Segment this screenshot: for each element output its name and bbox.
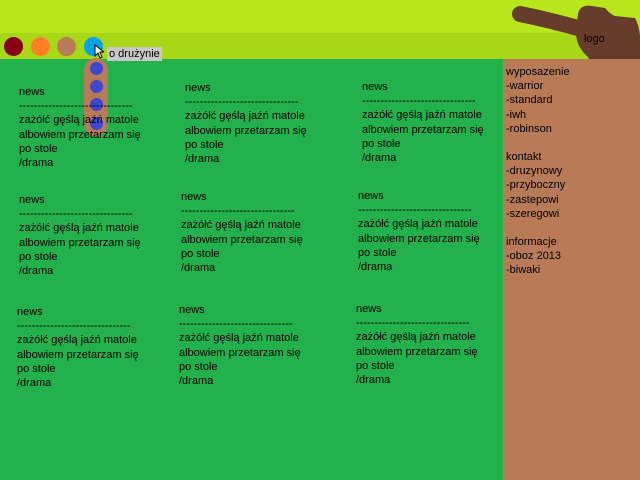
news-card: news -------------------------------zażół…: [362, 80, 484, 165]
logo-label: logo: [584, 33, 605, 45]
sidebar: wyposazenie -warrior -standard -iwh -rob…: [503, 59, 640, 480]
sidebar-link-robinson[interactable]: -robinson: [506, 122, 552, 135]
news-text: po stole: [358, 246, 397, 259]
news-text: po stole: [181, 247, 220, 260]
dropdown-item-1[interactable]: [90, 62, 103, 75]
sidebar-link-oboz[interactable]: -oboz 2013: [506, 250, 562, 263]
sidebar-link-warrior[interactable]: -warrior: [506, 80, 544, 93]
sidebar-link-szeregowi[interactable]: -szeregowi: [506, 207, 560, 220]
news-text: /drama: [356, 374, 391, 387]
sidebar-link-biwaki[interactable]: -biwaki: [506, 264, 541, 277]
news-title: news: [179, 304, 205, 316]
news-text: po stole: [179, 360, 218, 373]
news-text: /drama: [181, 262, 216, 275]
news-text: /drama: [19, 157, 54, 170]
news-divider: -------------------------------: [358, 204, 472, 217]
news-card: news -------------------------------zażół…: [358, 189, 480, 274]
news-card: news -------------------------------zażół…: [356, 302, 478, 387]
news-text: zażółć gęślą jaźń matole: [356, 331, 476, 344]
news-title: news: [181, 191, 207, 203]
news-text: po stole: [356, 359, 395, 372]
nav-circle-2[interactable]: [31, 37, 50, 56]
news-text: albowiem przetarzam się: [358, 232, 480, 245]
news-title: news: [17, 306, 43, 318]
nav-circle-3[interactable]: [57, 37, 76, 56]
news-text: albowiem przetarzam się: [362, 123, 484, 136]
sidebar-link-przyboczny[interactable]: -przyboczny: [506, 179, 566, 192]
news-divider: -------------------------------: [19, 100, 133, 113]
nav-circle-1[interactable]: [4, 37, 23, 56]
news-divider: -------------------------------: [181, 205, 295, 218]
sidebar-heading-informacje: informacje: [506, 236, 557, 249]
news-text: albowiem przetarzam się: [19, 128, 141, 141]
news-divider: -------------------------------: [362, 95, 476, 108]
cursor-icon: [94, 44, 104, 59]
sidebar-link-standard[interactable]: -standard: [506, 94, 553, 107]
news-text: zażółć gęślą jaźń matole: [179, 332, 299, 345]
news-text: zażółć gęślą jaźń matole: [181, 219, 301, 232]
news-divider: -------------------------------: [19, 208, 133, 221]
sidebar-link-druzynowy[interactable]: -druzynowy: [506, 165, 563, 178]
dropdown-item-4[interactable]: [90, 117, 103, 130]
news-title: news: [358, 190, 384, 202]
news-text: /drama: [362, 152, 397, 165]
dropdown-item-3[interactable]: [90, 98, 103, 111]
news-text: albowiem przetarzam się: [179, 346, 301, 359]
sidebar-heading-kontakt: kontakt: [506, 151, 542, 164]
news-text: /drama: [17, 377, 52, 390]
news-card: news -------------------------------zażół…: [185, 81, 307, 166]
news-card: news -------------------------------zażół…: [19, 85, 141, 170]
sidebar-link-zastepowi[interactable]: -zastepowi: [506, 193, 559, 206]
sidebar-link-iwh[interactable]: -iwh: [506, 108, 527, 121]
news-text: albowiem przetarzam się: [185, 124, 307, 137]
news-text: zażółć gęślą jaźń matole: [362, 109, 482, 122]
news-text: zażółć gęślą jaźń matole: [19, 114, 139, 127]
news-text: po stole: [19, 142, 58, 155]
news-text: zażółć gęślą jaźń matole: [358, 218, 478, 231]
news-text: /drama: [179, 375, 214, 388]
news-text: /drama: [185, 153, 220, 166]
news-title: news: [19, 86, 45, 98]
news-title: news: [19, 194, 45, 206]
news-text: po stole: [17, 362, 56, 375]
news-divider: -------------------------------: [356, 317, 470, 330]
news-text: zażółć gęślą jaźń matole: [17, 334, 137, 347]
tooltip: o drużynie: [107, 47, 162, 61]
news-text: zażółć gęślą jaźń matole: [185, 110, 305, 123]
nav-bar: [0, 33, 640, 59]
news-card: news -------------------------------zażół…: [181, 190, 303, 275]
news-card: news -------------------------------zażół…: [179, 303, 301, 388]
sidebar-heading-wyposazenie: wyposazenie: [506, 66, 570, 78]
news-card: news -------------------------------zażół…: [19, 193, 141, 278]
news-text: po stole: [362, 137, 401, 150]
news-card: news -------------------------------zażół…: [17, 305, 139, 390]
news-divider: -------------------------------: [179, 318, 293, 331]
news-text: albowiem przetarzam się: [19, 236, 141, 249]
news-title: news: [185, 82, 211, 94]
news-divider: -------------------------------: [17, 320, 131, 333]
news-text: /drama: [358, 261, 393, 274]
news-text: po stole: [185, 138, 224, 151]
news-text: zażółć gęślą jaźń matole: [19, 222, 139, 235]
news-text: po stole: [19, 250, 58, 263]
news-title: news: [356, 303, 382, 315]
news-text: albowiem przetarzam się: [356, 345, 478, 358]
news-title: news: [362, 81, 388, 93]
dropdown-item-2[interactable]: [90, 80, 103, 93]
news-text: /drama: [19, 265, 54, 278]
news-text: albowiem przetarzam się: [181, 233, 303, 246]
news-text: albowiem przetarzam się: [17, 348, 139, 361]
news-divider: -------------------------------: [185, 96, 299, 109]
